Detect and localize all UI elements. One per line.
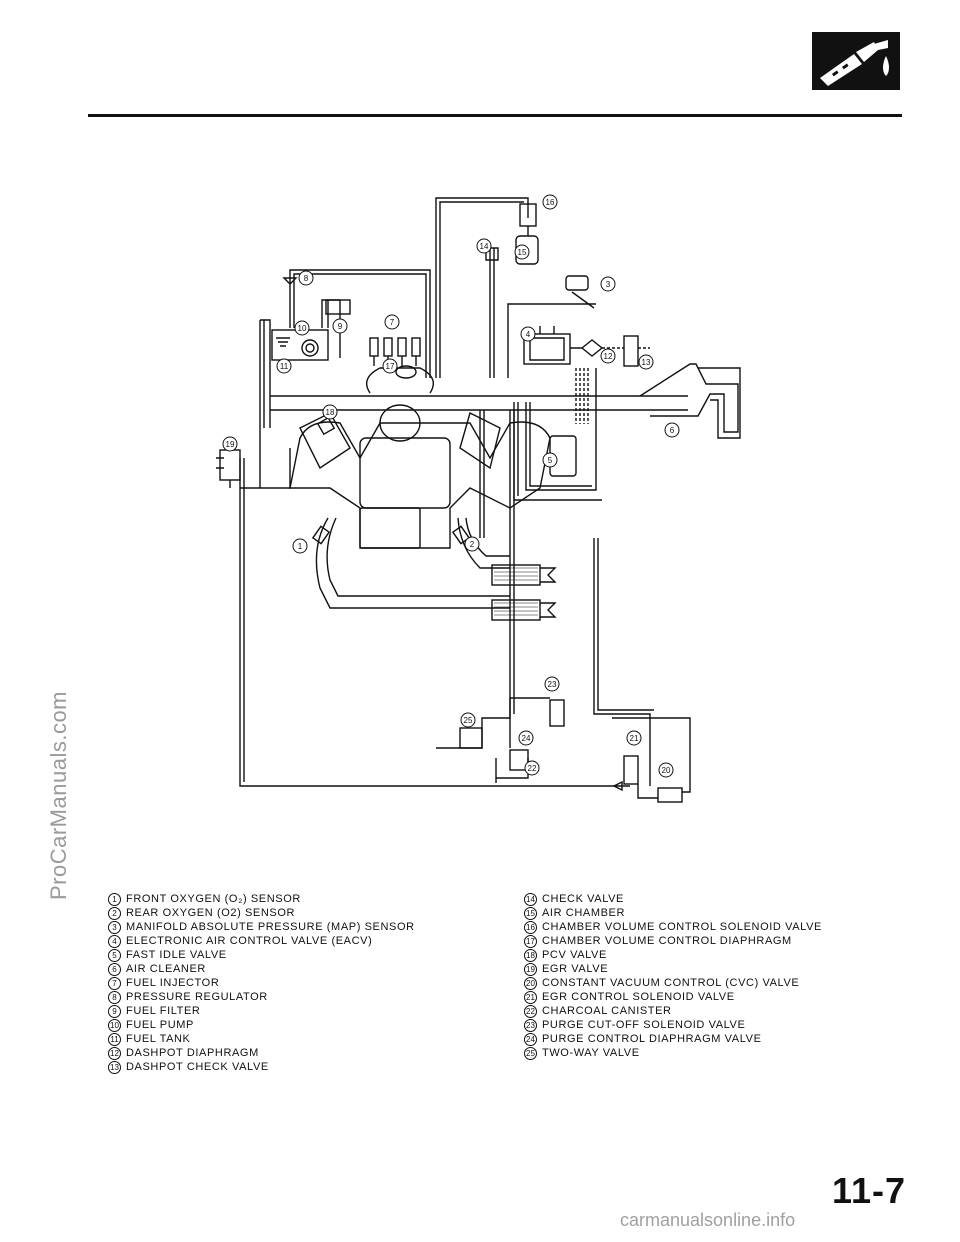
callout-18: 18 <box>326 408 335 417</box>
injectors-shape <box>369 337 421 366</box>
callout-14: 14 <box>480 242 489 251</box>
page-number: 11-7 <box>832 1170 907 1211</box>
callout-11: 11 <box>280 362 289 371</box>
callout-3: 3 <box>606 280 611 289</box>
callout-6: 6 <box>670 426 675 435</box>
callout-19: 19 <box>226 440 235 449</box>
callout-10: 10 <box>298 324 307 333</box>
callout-5: 5 <box>548 456 553 465</box>
callout-2: 2 <box>470 540 475 549</box>
callout-12: 12 <box>604 352 613 361</box>
callout-8: 8 <box>304 274 309 283</box>
fuel-nozzle-icon <box>812 32 900 90</box>
air-cleaner-shape <box>639 363 739 433</box>
header-rule <box>88 114 902 117</box>
callout-22: 22 <box>528 764 537 773</box>
callout-15: 15 <box>518 248 527 257</box>
callout-21: 21 <box>630 734 639 743</box>
callout-9: 9 <box>338 322 343 331</box>
callout-7: 7 <box>390 318 395 327</box>
callout-20: 20 <box>662 766 671 775</box>
eacv-shape <box>523 333 571 365</box>
callout-17: 17 <box>386 362 395 371</box>
callout-13: 13 <box>642 358 651 367</box>
callout-4: 4 <box>526 330 531 339</box>
callout-23: 23 <box>548 680 557 689</box>
callout-25: 25 <box>464 716 473 725</box>
callout-16: 16 <box>546 198 555 207</box>
emission-vacuum-schematic: 1 2 3 4 5 6 7 8 9 10 11 12 13 14 15 16 1… <box>210 188 760 828</box>
watermark-bottom: carmanualsonline.info <box>620 1210 796 1230</box>
callout-24: 24 <box>522 734 531 743</box>
egr-valve-shape <box>219 449 241 481</box>
callout-1: 1 <box>298 542 303 551</box>
watermark-left: ProCarManuals.com <box>46 690 71 900</box>
